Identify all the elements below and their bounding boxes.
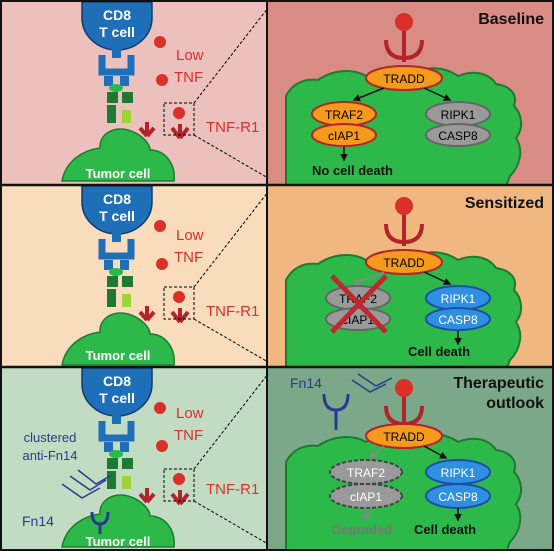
casp8-label: CASP8: [438, 313, 478, 327]
ciap1-label: cIAP1: [328, 129, 360, 143]
tnf-label: TNF: [174, 427, 203, 444]
low-label: Low: [176, 405, 204, 422]
outcome-label: Cell death: [414, 522, 476, 537]
tumor-cell-label: Tumor cell: [86, 348, 151, 363]
cross-icon: [330, 274, 388, 334]
ripk1-label: RIPK1: [441, 292, 476, 306]
panel-sensitized: CD8 T cell Low TNF TNF-R1 Tumor cell Sen…: [0, 184, 554, 372]
ciap1-label: cIAP1: [350, 490, 382, 504]
tradd-label: TRADD: [383, 72, 425, 86]
tnf-label: TNF: [174, 69, 203, 86]
outcome-label: Cell death: [408, 344, 470, 359]
cd8-label: CD8: [103, 373, 131, 389]
tnf-r1-label: TNF-R1: [206, 481, 259, 498]
tcell-label: T cell: [99, 208, 135, 224]
traf2-label: TRAF2: [325, 108, 363, 122]
panel-title-line1: Therapeutic: [453, 375, 544, 392]
panel-baseline: CD8 T cell Low TNF TNF-R1 Tumor cell Bas…: [0, 0, 554, 188]
degraded-label: Degraded: [332, 522, 392, 537]
tnf-r1-label: TNF-R1: [206, 303, 259, 320]
ripk1-label: RIPK1: [441, 108, 476, 122]
tnf-r1-label: TNF-R1: [206, 119, 259, 136]
fn14-receptor-icon: [90, 511, 110, 534]
tnf-label: TNF: [174, 249, 203, 266]
casp8-label: CASP8: [438, 129, 478, 143]
cd8-label: CD8: [103, 191, 131, 207]
tumor-cell-label: Tumor cell: [86, 534, 151, 549]
outcome-label: No cell death: [312, 163, 393, 178]
casp8-label: CASP8: [438, 490, 478, 504]
panel-title: Sensitized: [465, 195, 544, 212]
antibody-icon: [351, 373, 393, 393]
tradd-label: TRADD: [383, 430, 425, 444]
cd8-label: CD8: [103, 7, 131, 23]
low-label: Low: [176, 227, 204, 244]
panel-title-line2: outlook: [486, 395, 544, 412]
fn14-label: Fn14: [22, 513, 54, 529]
fn14-inset-label: Fn14: [290, 375, 322, 391]
panel-therapeutic: CD8 T cell Low TNF TNF-R1 Tumor cell clu…: [0, 366, 554, 551]
tcell-label: T cell: [99, 390, 135, 406]
tumor-cell-label: Tumor cell: [86, 166, 151, 181]
low-label: Low: [176, 47, 204, 64]
fn14-receptor-icon: [322, 393, 350, 430]
antibody-icon: [61, 469, 111, 499]
ripk1-label: RIPK1: [441, 466, 476, 480]
clustered-label: clustered: [24, 430, 77, 445]
traf2-label: TRAF2: [347, 466, 385, 480]
tradd-label: TRADD: [383, 256, 425, 270]
tcell-label: T cell: [99, 24, 135, 40]
anti-fn14-label: anti-Fn14: [23, 448, 78, 463]
panel-title: Baseline: [478, 11, 544, 28]
